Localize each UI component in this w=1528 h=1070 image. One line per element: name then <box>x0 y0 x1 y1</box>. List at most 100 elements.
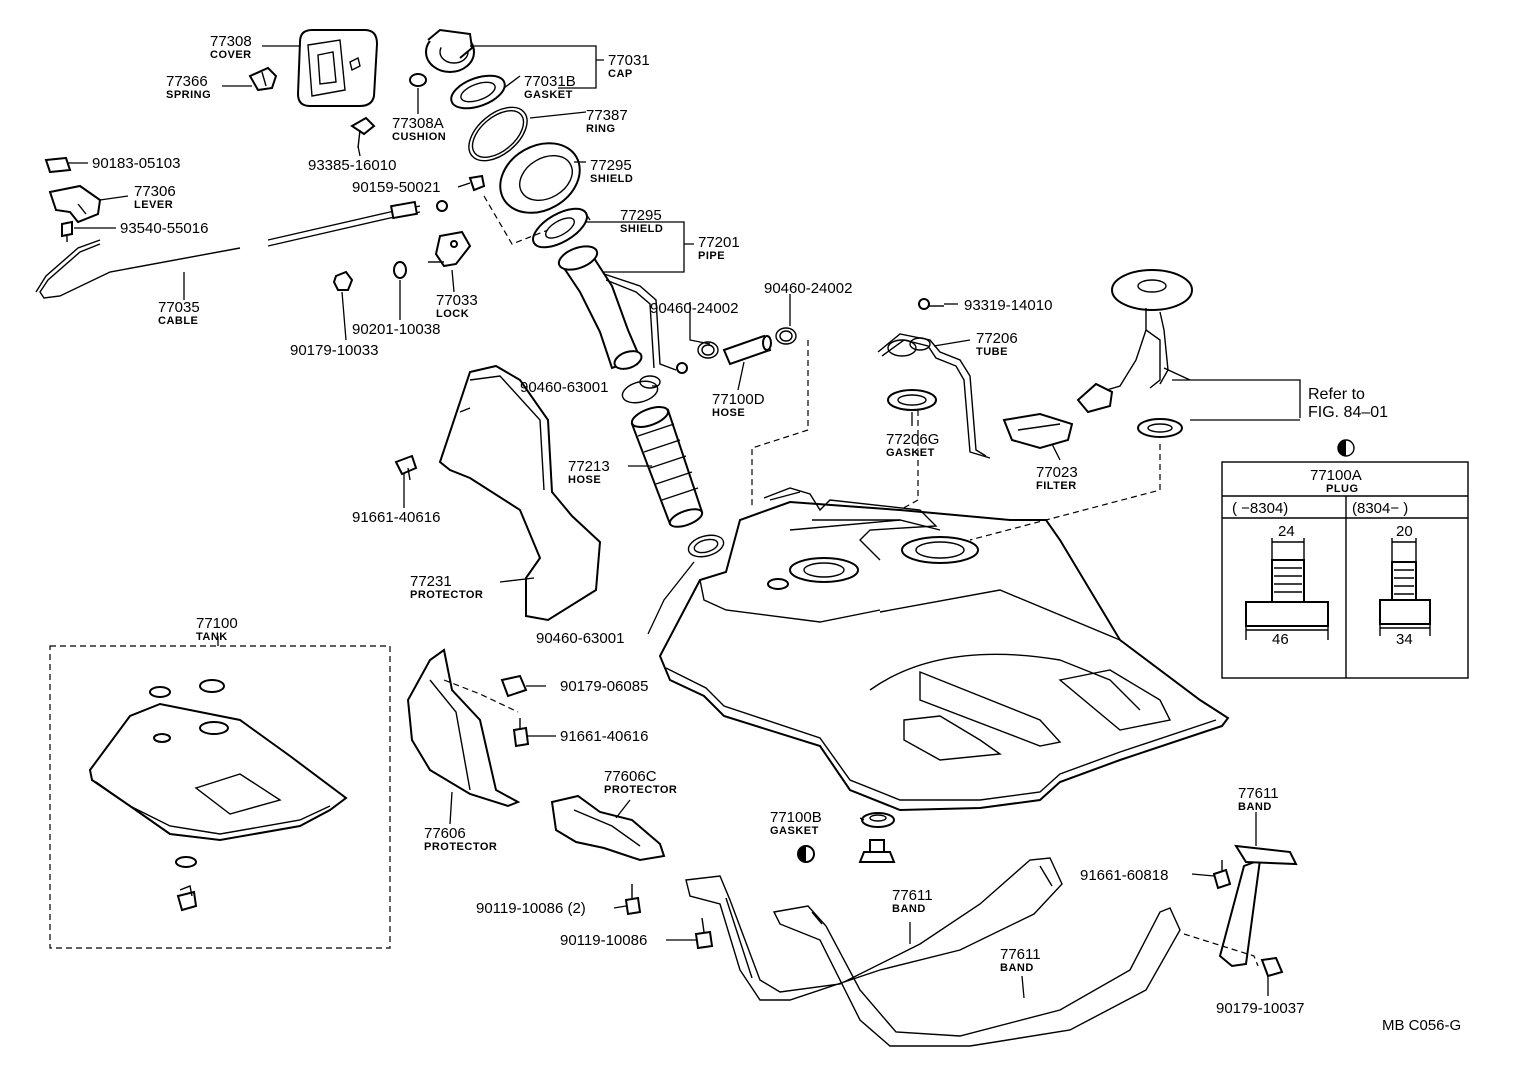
svg-text:PIPE: PIPE <box>698 250 725 262</box>
svg-text:77308: 77308 <box>210 33 252 50</box>
screw-93540 <box>61 220 73 242</box>
svg-text:77100D: 77100D <box>712 391 765 408</box>
callout-77231: 77231 PROTECTOR <box>410 573 483 601</box>
gasket-77100B <box>861 812 895 828</box>
svg-text:90460-63001: 90460-63001 <box>536 630 624 647</box>
spring-part <box>248 66 278 92</box>
callout-91661-60818: 91661-60818 <box>1080 867 1168 884</box>
band-77611-rear <box>772 905 1181 1047</box>
bolt-91661-a <box>394 454 418 481</box>
svg-text:TUBE: TUBE <box>976 346 1008 358</box>
guide-90159 <box>483 195 549 245</box>
svg-text:77201: 77201 <box>698 234 740 251</box>
callout-77206: 77206 TUBE <box>976 330 1018 358</box>
svg-text:77023: 77023 <box>1036 464 1078 481</box>
callout-90460-24002-left: 90460-24002 <box>650 300 738 317</box>
svg-text:PROTECTOR: PROTECTOR <box>604 784 677 796</box>
callout-77031: 77031 CAP <box>608 52 650 80</box>
guide-band-side <box>1183 933 1259 967</box>
svg-text:PROTECTOR: PROTECTOR <box>410 589 483 601</box>
svg-text:CUSHION: CUSHION <box>392 131 446 143</box>
svg-text:77206G: 77206G <box>886 431 939 448</box>
clamp-90460-24002-a <box>697 341 719 359</box>
clip-90183 <box>44 156 72 174</box>
svg-text:46: 46 <box>1272 631 1289 648</box>
bolt-90159 <box>468 174 486 192</box>
svg-text:90179-10037: 90179-10037 <box>1216 1000 1304 1017</box>
svg-text:FIG. 84–01: FIG. 84–01 <box>1308 404 1388 421</box>
bolt-91661-c <box>1212 860 1232 890</box>
pipe-77201 <box>557 245 688 374</box>
callout-77611-side: 77611 BAND <box>1238 785 1279 813</box>
callout-77023: 77023 FILTER <box>1036 464 1078 492</box>
svg-text:77308A: 77308A <box>392 115 444 132</box>
screw-93385 <box>350 116 376 149</box>
reference-note: Refer to FIG. 84–01 <box>1308 386 1388 421</box>
lock-part <box>428 230 472 268</box>
svg-text:RING: RING <box>586 123 616 135</box>
svg-text:20: 20 <box>1396 523 1413 540</box>
svg-text:77035: 77035 <box>158 299 200 316</box>
svg-text:77031: 77031 <box>608 52 650 69</box>
callout-77031B: 77031B GASKET <box>524 73 576 101</box>
callout-77606C: 77606C PROTECTOR <box>604 768 677 796</box>
callout-77033: 77033 LOCK <box>436 292 478 320</box>
svg-text:77306: 77306 <box>134 183 176 200</box>
svg-text:GASKET: GASKET <box>770 825 819 837</box>
svg-text:90179-10033: 90179-10033 <box>290 342 378 359</box>
callout-93540-55016: 93540-55016 <box>120 220 208 237</box>
svg-text:90201-10038: 90201-10038 <box>352 321 440 338</box>
callout-77206G: 77206G GASKET <box>886 431 939 459</box>
callout-77308: 77308 COVER <box>210 33 252 61</box>
svg-text:90183-05103: 90183-05103 <box>92 155 180 172</box>
callout-91661-40616-lower: 91661-40616 <box>560 728 648 745</box>
callout-77100: 77100 TANK <box>196 615 238 643</box>
svg-text:GASKET: GASKET <box>886 447 935 459</box>
nut-90179c <box>1260 956 1284 978</box>
protector-77231 <box>438 364 602 622</box>
clamp-90460-63001-lower <box>687 534 725 558</box>
svg-text:PLUG: PLUG <box>1326 483 1359 495</box>
shield-77295-upper <box>499 142 581 214</box>
callout-77100B: 77100B GASKET <box>770 809 822 837</box>
svg-text:77213: 77213 <box>568 458 610 475</box>
callout-77611-front: 77611 BAND <box>892 887 933 915</box>
svg-text:( −8304): ( −8304) <box>1232 500 1288 517</box>
nut-90179a <box>332 270 354 291</box>
svg-text:HOSE: HOSE <box>568 474 601 486</box>
svg-text:77100B: 77100B <box>770 809 822 826</box>
svg-text:90460-63001: 90460-63001 <box>520 379 608 396</box>
cover-part <box>296 29 379 107</box>
gasket-77206G <box>887 389 937 411</box>
lever-part <box>48 184 102 224</box>
callout-90179-10037: 90179-10037 <box>1216 1000 1304 1017</box>
callout-77295-upper: 77295 SHIELD <box>590 157 633 185</box>
svg-text:77295: 77295 <box>620 207 662 224</box>
svg-text:GASKET: GASKET <box>524 89 573 101</box>
callout-90460-63001-upper: 90460-63001 <box>520 379 608 396</box>
shield-77295-lower <box>532 207 588 249</box>
svg-text:77611: 77611 <box>1238 785 1279 802</box>
plug-77100A-table: 77100A PLUG ( −8304) (8304− ) 24 46 20 3… <box>1221 439 1469 679</box>
svg-text:SPRING: SPRING <box>166 89 211 101</box>
protector-77606 <box>406 648 521 808</box>
guide-gauge <box>969 444 1161 541</box>
callout-77606: 77606 PROTECTOR <box>424 825 497 853</box>
callout-77306: 77306 LEVER <box>134 183 176 211</box>
callout-90179-10033: 90179-10033 <box>290 342 378 359</box>
band-77611-side <box>1218 844 1298 968</box>
callout-90460-24002-right: 90460-24002 <box>764 280 852 297</box>
callout-77213: 77213 HOSE <box>568 458 610 486</box>
callout-77366: 77366 SPRING <box>166 73 211 101</box>
guide-77606 <box>443 679 519 713</box>
svg-text:93319-14010: 93319-14010 <box>964 297 1052 314</box>
svg-text:34: 34 <box>1396 631 1413 648</box>
svg-text:77611: 77611 <box>1000 946 1041 963</box>
svg-text:Refer to: Refer to <box>1308 386 1365 403</box>
svg-text:77606C: 77606C <box>604 768 657 785</box>
svg-text:91661-40616: 91661-40616 <box>352 509 440 526</box>
svg-text:HOSE: HOSE <box>712 407 745 419</box>
hose-77100D <box>722 334 772 366</box>
clamp-90460-63001-upper <box>621 375 661 404</box>
svg-text:90460-24002: 90460-24002 <box>764 280 852 297</box>
